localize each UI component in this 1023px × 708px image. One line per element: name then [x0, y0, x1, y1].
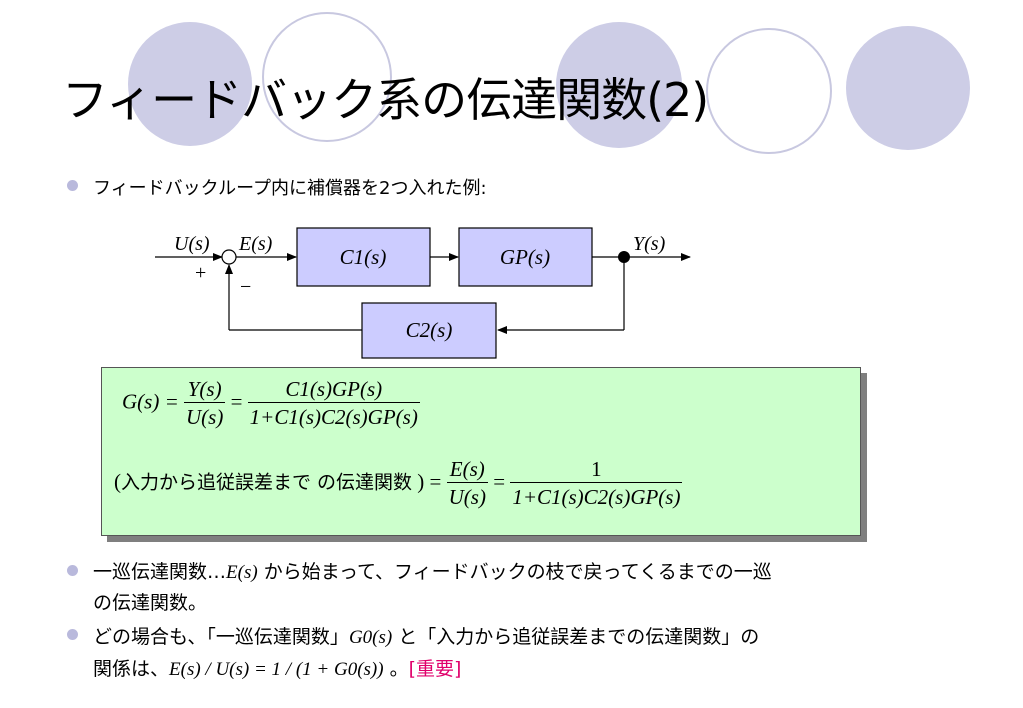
formula-1-frac-1: Y(s) U(s)	[184, 376, 226, 431]
bullet-dot-2	[67, 565, 78, 576]
bullet-text-3-line-2: 関係は、E(s) / U(s) = 1 / (1 + G0(s)) 。[重要]	[93, 654, 461, 681]
bullet-2-part-1: 一巡伝達関数…	[93, 561, 227, 583]
formula-1-lhs: G(s) =	[122, 389, 179, 414]
formula-2-eq: =	[493, 469, 506, 494]
block-c1	[296, 227, 431, 287]
formula-box: G(s) = Y(s) U(s) = C1(s)GP(s) 1+C1(s)C2(…	[101, 367, 861, 536]
block-c1-label: C1(s)	[340, 245, 387, 269]
label-plus: +	[195, 262, 206, 284]
formula-2-frac-2-den: 1+C1(s)C2(s)GP(s)	[512, 485, 681, 509]
bullet-text-1: フィードバックループ内に補償器を2つ入れた例:	[93, 178, 487, 199]
deco-circle-4	[706, 28, 832, 154]
formula-2-frac-1-num: E(s)	[446, 456, 488, 483]
formula-1-frac-1-num: Y(s)	[184, 376, 226, 403]
bullet-2-math: E(s)	[226, 562, 258, 583]
formula-2-frac-2-num: 1	[510, 456, 683, 483]
formula-line-2: (入力から追従誤差まで の伝達関数 ) = E(s) U(s) = 1 1+C1…	[114, 456, 683, 511]
block-c2	[361, 302, 497, 359]
bullet-3-math-2: E(s) / U(s) = 1 / (1 + G0(s))	[169, 659, 384, 680]
label-error: E(s)	[238, 233, 273, 255]
deco-circle-3	[556, 22, 682, 148]
label-output: Y(s)	[633, 233, 666, 255]
slide-title: フィードバック系の伝達関数(2)	[62, 73, 709, 127]
formula-2-label: 入力から追従誤差まで の伝達関数	[121, 471, 413, 494]
formula-2-close: ) =	[417, 469, 442, 494]
formula-2-frac-2: 1 1+C1(s)C2(s)GP(s)	[510, 456, 683, 511]
formula-1-frac-2-den: 1+C1(s)C2(s)GP(s)	[249, 405, 418, 429]
formula-1-eq: =	[230, 389, 243, 414]
deco-circle-1	[128, 22, 252, 146]
label-input: U(s)	[174, 233, 210, 255]
bullet-dot-3	[67, 629, 78, 640]
bullet-3-math-1: G0(s)	[348, 627, 393, 648]
bullet-3-line-2-part-2: 。	[383, 658, 409, 680]
formula-2-open: (	[114, 469, 121, 494]
bullet-2-part-2: から始まって、フィードバックの枝で戻ってくるまでの一巡	[257, 561, 772, 583]
important-tag: [重要]	[408, 658, 462, 680]
bullet-text-2-line-2: の伝達関数。	[93, 592, 208, 614]
summing-junction	[221, 249, 237, 265]
label-minus: −	[240, 276, 251, 298]
deco-circle-2	[262, 12, 392, 142]
formula-2-frac-1-den: U(s)	[448, 485, 486, 509]
bullet-3-part-1: どの場合も、「一巡伝達関数」	[93, 626, 349, 648]
formula-line-1: G(s) = Y(s) U(s) = C1(s)GP(s) 1+C1(s)C2(…	[122, 376, 420, 431]
block-c2-label: C2(s)	[406, 318, 453, 342]
formula-1-frac-1-den: U(s)	[186, 405, 224, 429]
deco-circle-5	[846, 26, 970, 150]
block-gp-label: GP(s)	[500, 245, 550, 269]
bullet-dot-1	[67, 180, 78, 191]
bullet-text-3: どの場合も、「一巡伝達関数」G0(s) と「入力から追従誤差までの伝達関数」の	[93, 622, 759, 649]
bullet-text-2: 一巡伝達関数…E(s) から始まって、フィードバックの枝で戻ってくるまでの一巡	[93, 557, 772, 584]
formula-2-frac-1: E(s) U(s)	[446, 456, 488, 511]
formula-1-frac-2-num: C1(s)GP(s)	[247, 376, 420, 403]
bullet-3-part-2: と「入力から追従誤差までの伝達関数」の	[392, 626, 760, 648]
formula-1-frac-2: C1(s)GP(s) 1+C1(s)C2(s)GP(s)	[247, 376, 420, 431]
bullet-3-line-2-part-1: 関係は、	[93, 658, 170, 680]
